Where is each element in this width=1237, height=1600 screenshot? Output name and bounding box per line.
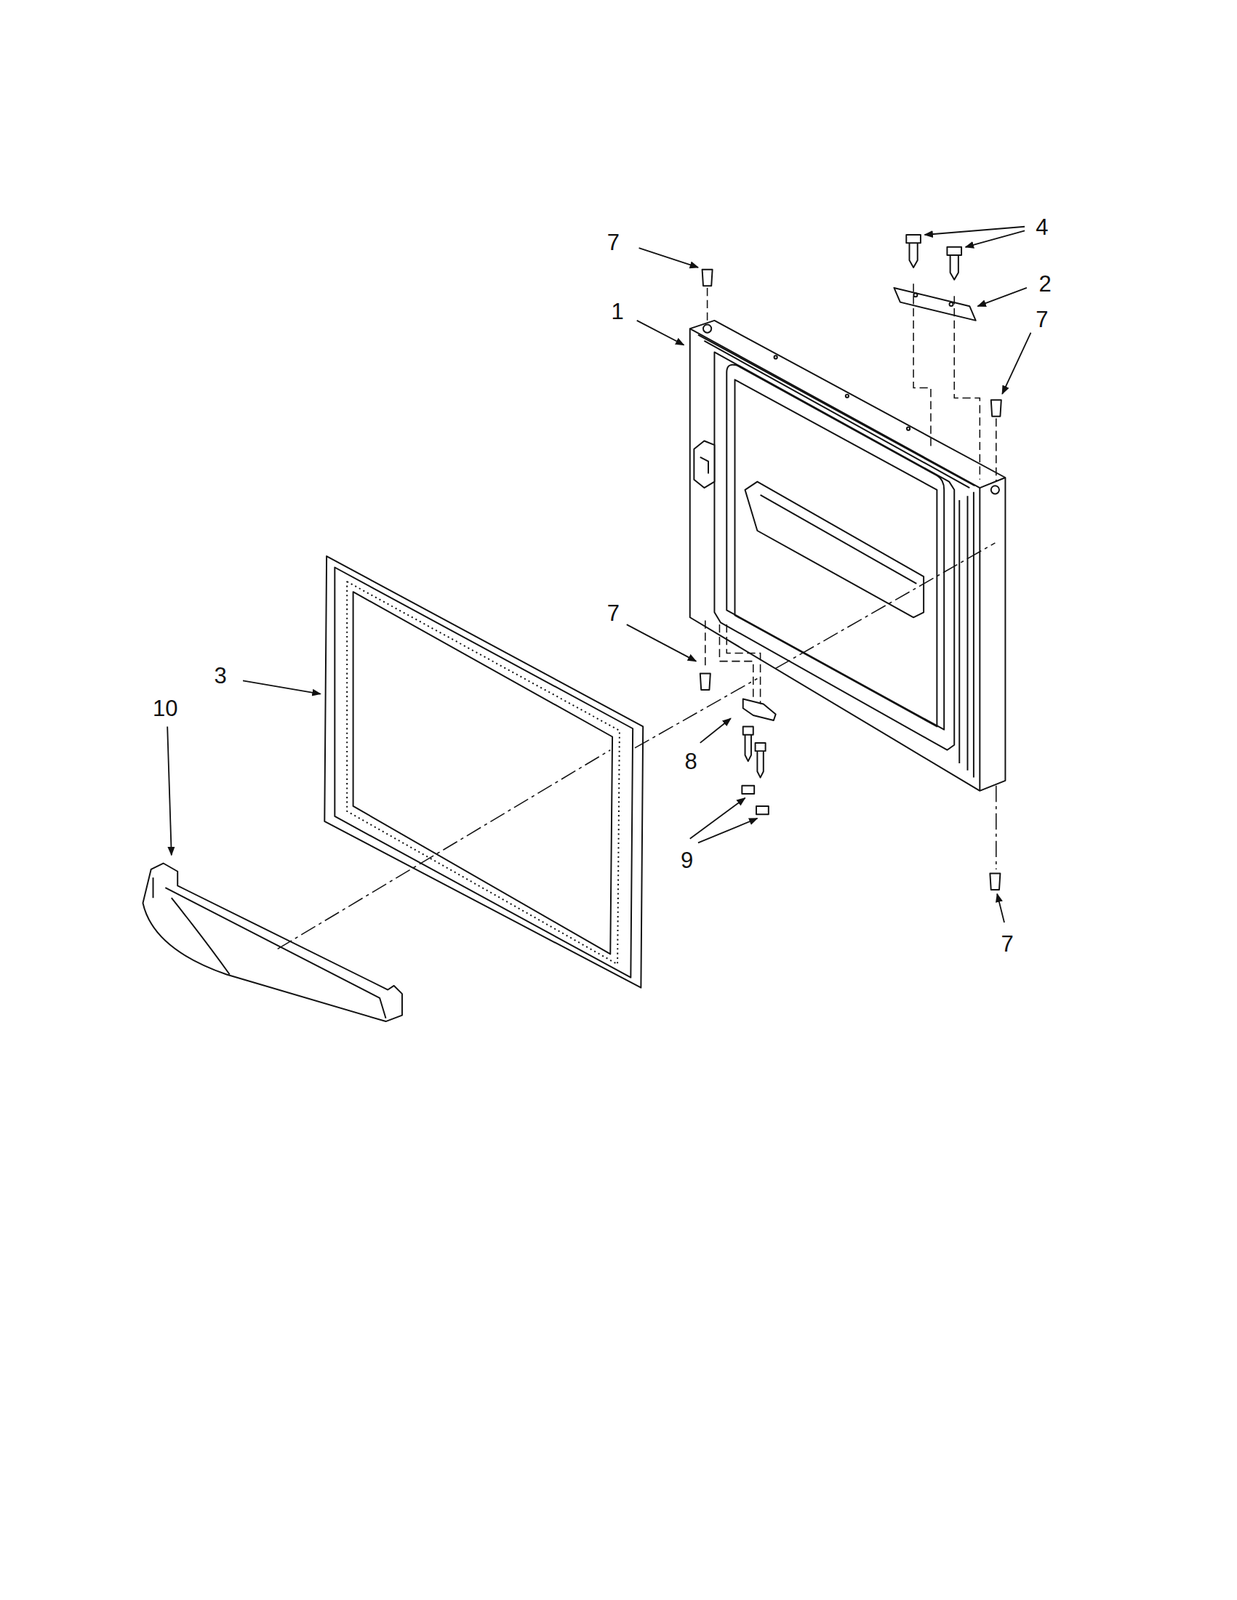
door-bin xyxy=(142,863,402,1023)
door-gasket xyxy=(324,556,643,989)
callout-number: 10 xyxy=(151,696,179,721)
lower-hinge xyxy=(743,699,776,721)
assembly-lines xyxy=(277,283,997,950)
callout-number: 7 xyxy=(1034,307,1050,332)
callout-number: 7 xyxy=(999,932,1016,957)
callout-number: 4 xyxy=(1034,214,1050,239)
bushings xyxy=(700,269,1002,891)
callout-number: 2 xyxy=(1037,271,1054,296)
callout-number: 7 xyxy=(605,601,622,626)
hinge-plate xyxy=(893,287,976,321)
callout-number: 9 xyxy=(679,848,695,873)
screws xyxy=(906,234,962,280)
callout-number: 7 xyxy=(605,229,622,254)
callout-number: 8 xyxy=(683,749,699,774)
leader-arrows xyxy=(167,226,1031,923)
door-panel xyxy=(690,320,1006,792)
callout-number: 3 xyxy=(213,663,229,688)
callout-number: 1 xyxy=(609,299,625,324)
